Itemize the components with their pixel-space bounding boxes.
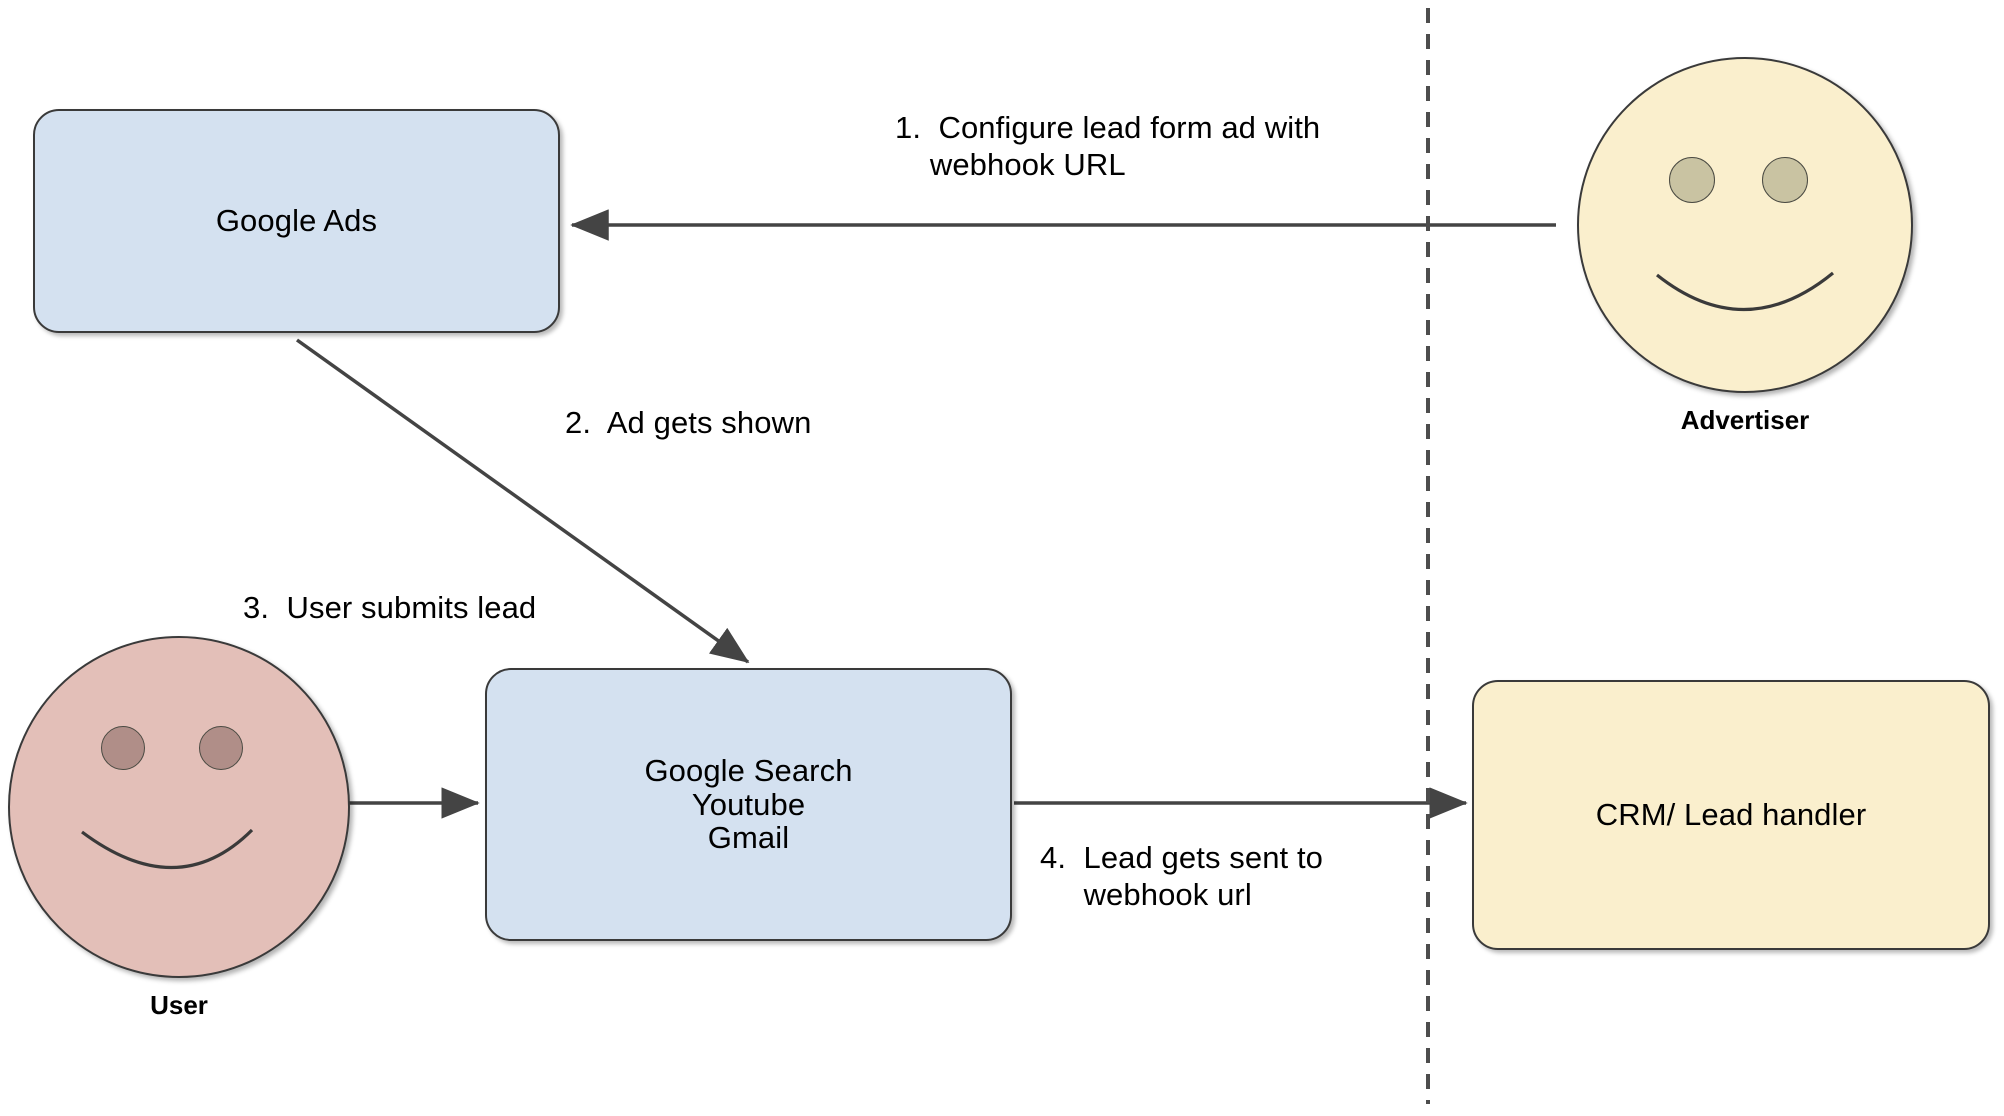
node-google-properties[interactable]: Google Search Youtube Gmail: [485, 668, 1012, 941]
user-right-eye-icon: [199, 726, 243, 770]
node-google-ads[interactable]: Google Ads: [33, 109, 560, 333]
edge-label-step-3: 3. User submits lead: [243, 590, 537, 625]
node-crm-label: CRM/ Lead handler: [1595, 797, 1867, 833]
node-google-properties-label: Google Search Youtube Gmail: [644, 753, 853, 856]
user-smile-icon: [81, 828, 254, 870]
actor-user[interactable]: User: [8, 636, 350, 1036]
actor-advertiser[interactable]: Advertiser: [1577, 57, 1913, 447]
advertiser-left-eye-icon: [1669, 157, 1715, 203]
advertiser-face-circle: [1577, 57, 1913, 393]
node-crm-lead-handler[interactable]: CRM/ Lead handler: [1472, 680, 1990, 950]
edge-label-step-2: 2. Ad gets shown: [565, 405, 812, 440]
advertiser-smile-icon: [1656, 271, 1835, 312]
user-caption: User: [150, 990, 208, 1020]
edge-label-step-4: 4. Lead gets sent to webhook url: [1040, 840, 1324, 912]
edge-label-step-1: 1. Configure lead form ad with webhook U…: [895, 110, 1321, 182]
user-face-circle: [8, 636, 350, 978]
user-left-eye-icon: [101, 726, 145, 770]
node-google-ads-label: Google Ads: [215, 203, 378, 239]
advertiser-caption: Advertiser: [1680, 405, 1810, 435]
advertiser-right-eye-icon: [1762, 157, 1808, 203]
